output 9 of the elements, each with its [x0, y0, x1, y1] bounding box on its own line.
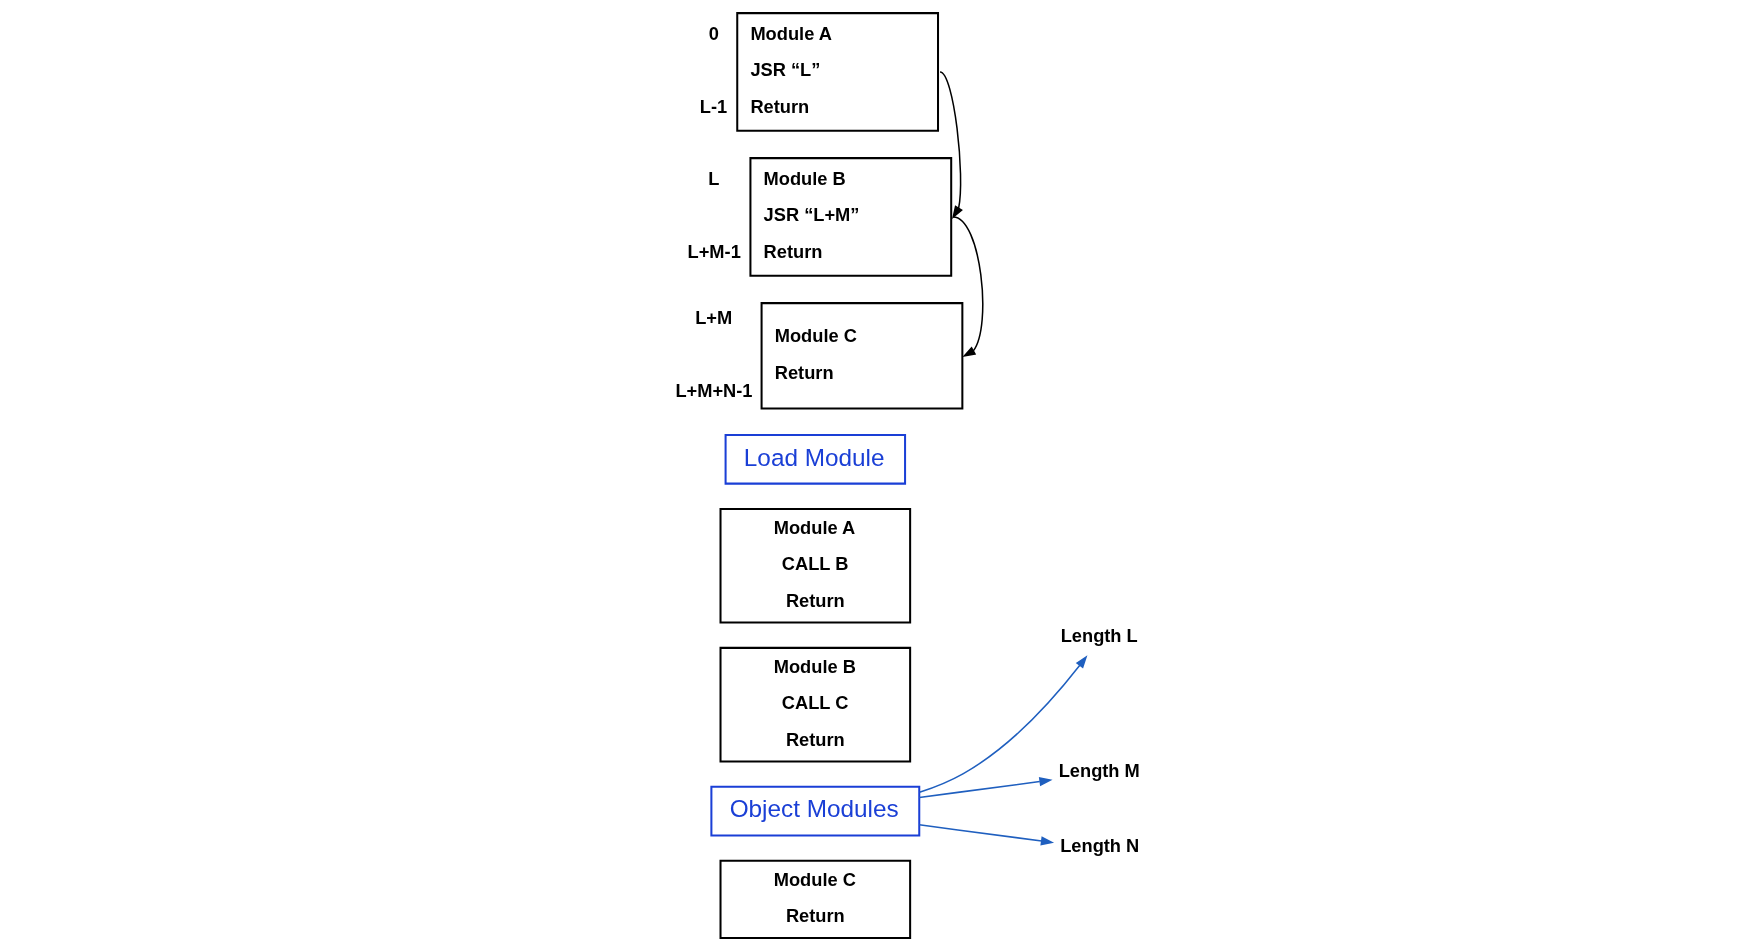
node-label: L+M [694, 306, 732, 328]
node-text: Length M [1058, 760, 1140, 782]
node-label: 0 [708, 22, 719, 44]
node-label: L-1 [699, 95, 727, 117]
node-text: Length N [1059, 835, 1139, 857]
node-label: L [707, 167, 719, 189]
node-label: L+M+N-1 [674, 379, 752, 401]
node-text: Length L [1060, 625, 1138, 647]
node-label: L+M-1 [687, 240, 741, 262]
